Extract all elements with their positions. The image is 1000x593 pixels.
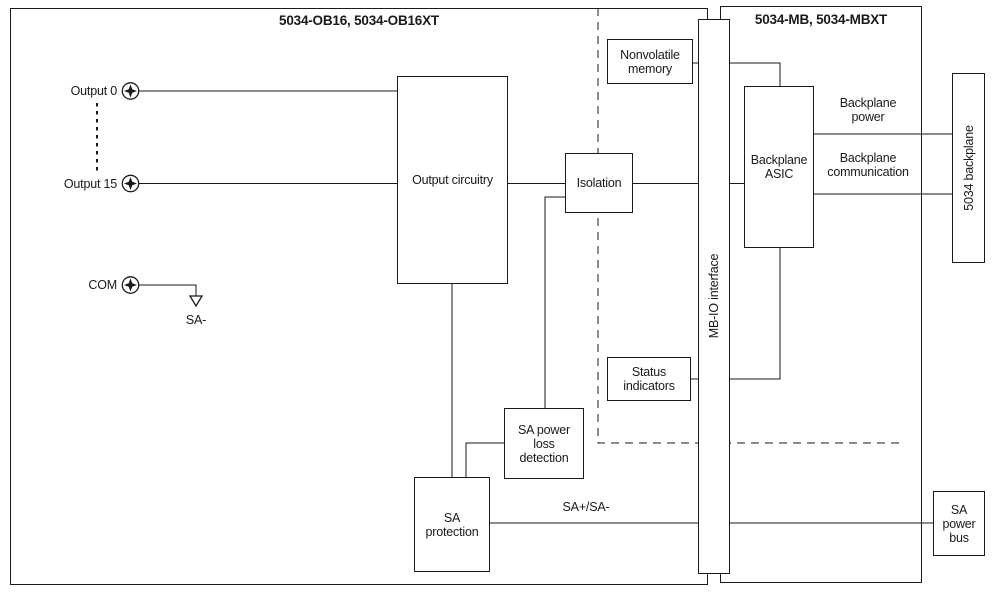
wire-label-sa-plus-minus: SA+/SA-: [562, 500, 610, 514]
block-mb-io-interface: [698, 19, 730, 574]
block-5034-backplane-label: 5034 backplane: [961, 125, 976, 211]
screw-terminal-icon: [121, 276, 140, 294]
block-nonvolatile-memory-label: Nonvolatile memory: [620, 47, 680, 76]
block-backplane-asic: Backplane ASIC: [744, 86, 814, 248]
wire-com-to-sa-minus: [139, 284, 197, 296]
wire-label-sa-minus: SA-: [185, 313, 207, 327]
block-status-indicators: Status indicators: [607, 357, 691, 401]
block-status-indicators-label: Status indicators: [623, 365, 675, 393]
wire-isolation-sapowerloss: [544, 196, 565, 408]
block-isolation-label: Isolation: [576, 176, 622, 190]
block-mb-io-interface-label: MB-IO interface: [707, 253, 721, 339]
block-5034-backplane: [952, 73, 985, 263]
wire-sapowerloss-saprotection: [465, 442, 504, 477]
block-sa-power-bus-label: SA power bus: [942, 502, 976, 545]
block-backplane-asic-label: Backplane ASIC: [750, 153, 808, 181]
screw-terminal-icon: [121, 82, 140, 100]
terminal-output0-label: Output 0: [70, 84, 118, 98]
block-output-circuitry: Output circuitry: [397, 76, 508, 284]
module-ob16-title: 5034-OB16, 5034-OB16XT: [279, 13, 439, 28]
block-sa-power-loss-detection-label: SA power loss detection: [518, 422, 570, 465]
block-nonvolatile-memory: Nonvolatile memory: [607, 39, 693, 84]
module-mb-title: 5034-MB, 5034-MBXT: [754, 12, 888, 27]
wire-label-backplane-power: Backplane power: [839, 96, 897, 124]
ground-arrow-icon: [188, 295, 204, 308]
wire-label-backplane-communication: Backplane communication: [827, 151, 909, 179]
block-sa-protection-label: SA protection: [425, 510, 479, 539]
block-sa-protection: SA protection: [414, 477, 490, 572]
block-output-circuitry-label: Output circuitry: [412, 173, 493, 187]
terminal-com-label: COM: [88, 278, 117, 292]
block-sa-power-bus: SA power bus: [933, 491, 985, 556]
screw-terminal-icon: [121, 174, 140, 193]
block-sa-power-loss-detection: SA power loss detection: [504, 408, 584, 479]
block-isolation: Isolation: [565, 153, 633, 213]
terminal-output15-label: Output 15: [63, 176, 117, 191]
